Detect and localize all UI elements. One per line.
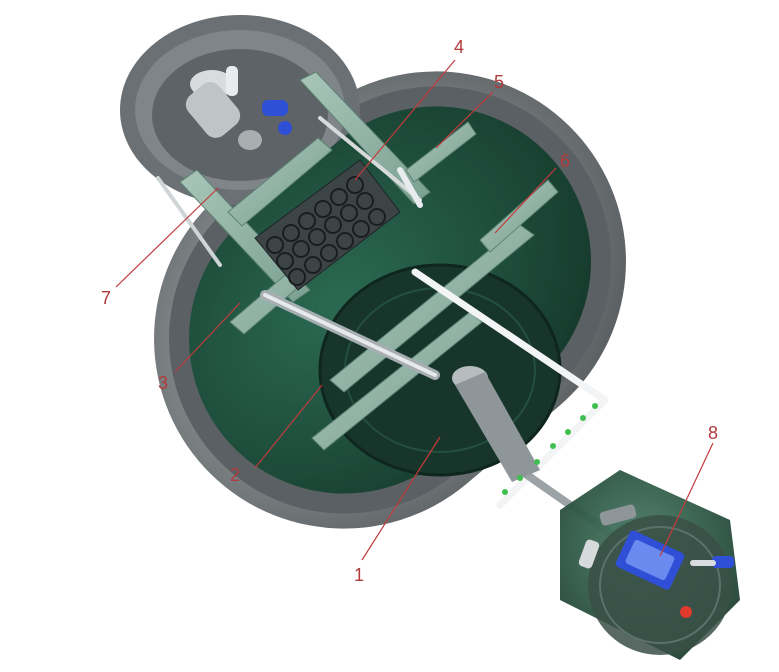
pump-unit (185, 66, 292, 150)
control-compartment (560, 470, 740, 660)
biofilter-media (254, 159, 401, 291)
callout-lines (115, 59, 714, 561)
callout-line-4 (354, 59, 456, 181)
callout-label-4: 4 (454, 37, 465, 57)
callout-label-3: 3 (158, 373, 169, 393)
callout-line-8 (659, 442, 714, 557)
callout-line-3 (174, 302, 241, 373)
callout-label-8: 8 (708, 423, 719, 443)
indicator-light (680, 606, 692, 618)
callout-label-2: 2 (230, 465, 241, 485)
blue-valve-top (262, 100, 288, 116)
airlift-pipe (452, 366, 540, 482)
callout-label-7: 7 (101, 288, 112, 308)
callout-line-6 (494, 167, 557, 234)
callout-line-5 (435, 91, 494, 149)
callout-label-5: 5 (494, 72, 505, 92)
callout-line-7 (115, 187, 219, 288)
callout-line-2 (254, 384, 323, 469)
connector-dots (502, 403, 598, 495)
callout-label-6: 6 (560, 151, 571, 171)
callout-line-1 (361, 436, 441, 561)
callout-label-1: 1 (354, 565, 365, 585)
